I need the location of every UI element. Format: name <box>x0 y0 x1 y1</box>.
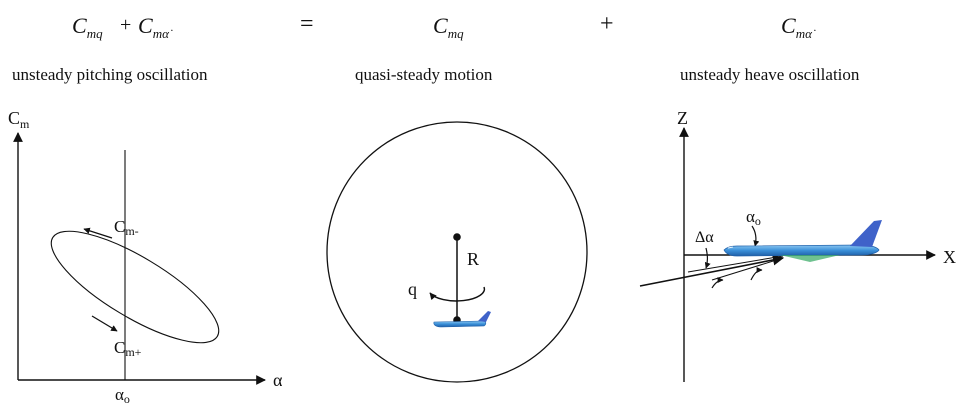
delta-alpha-label: Δα <box>695 229 714 246</box>
eq-lhs-term-1: Cmq <box>72 13 103 41</box>
heave-diagram: Z X Δα αo <box>639 108 956 382</box>
angle-ray-upper <box>687 255 784 273</box>
caption-quasi-steady: quasi-steady motion <box>355 65 493 84</box>
loop-direction-arrow-lower <box>91 315 118 332</box>
alpha-o-arc <box>751 225 760 247</box>
eq-equals: = <box>300 11 314 37</box>
center-point <box>453 233 461 241</box>
alpha-o-label-heave: αo <box>746 207 761 228</box>
arc-arrow-lower-1 <box>711 277 724 289</box>
alpha-axis-label: α <box>273 370 283 390</box>
radius-label: R <box>467 249 479 269</box>
caption-pitching: unsteady pitching oscillation <box>12 65 208 84</box>
small-aircraft-icon <box>433 311 491 328</box>
flight-path-circle <box>326 121 588 383</box>
eq-rhs-term-1: Cmq <box>433 13 464 41</box>
airliner-icon <box>723 220 882 262</box>
delta-alpha-arc <box>704 247 711 269</box>
eq-lhs-term-2: Cmα̇ <box>138 13 173 41</box>
eq-plus-2: + <box>600 11 614 37</box>
cm-plus-label: Cm+ <box>114 338 142 359</box>
quasi-steady-diagram: R q <box>326 121 588 383</box>
equation: Cmq + Cmα̇ = Cmq + Cmα̇ <box>72 11 816 41</box>
pitch-rate-label: q <box>408 279 417 299</box>
eq-rhs-term-2: Cmα̇ <box>781 13 816 41</box>
relative-wind-arrow <box>639 254 785 287</box>
arc-arrow-lower-2 <box>750 267 763 281</box>
hysteresis-loop <box>50 230 220 344</box>
z-axis-label: Z <box>677 108 688 128</box>
cm-axis-label: Cm <box>8 108 30 131</box>
loop-direction-arrow-upper <box>83 227 113 239</box>
x-axis-label: X <box>943 247 956 267</box>
caption-heave: unsteady heave oscillation <box>680 65 860 84</box>
angle-ray-lower <box>711 257 784 281</box>
eq-plus-1: + <box>120 14 131 36</box>
pitching-plot: Cm α Cm- Cm+ αo <box>8 108 283 406</box>
alpha-o-label: αo <box>115 385 130 406</box>
pitch-rate-arrow <box>429 286 486 302</box>
cm-minus-label: Cm- <box>114 217 139 238</box>
